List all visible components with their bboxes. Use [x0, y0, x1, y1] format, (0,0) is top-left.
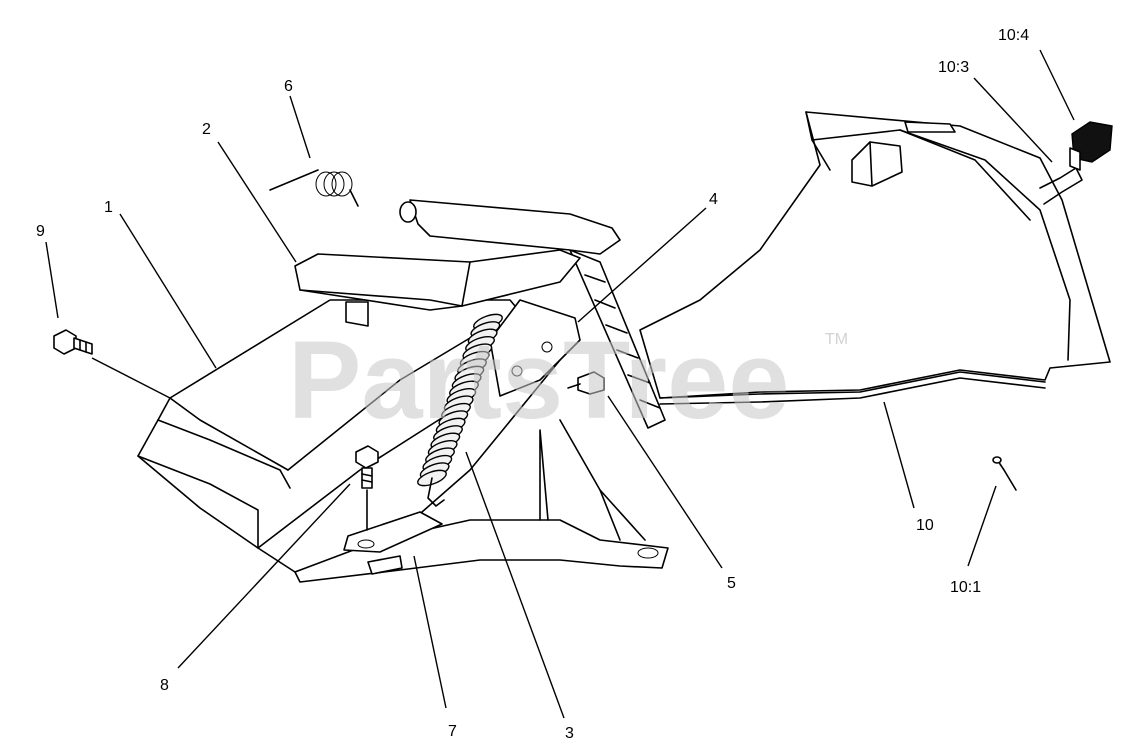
- leader-10: [883, 401, 915, 509]
- callout-8: 8: [160, 677, 169, 694]
- part-6-torsion-spring[interactable]: [269, 169, 359, 207]
- leader-10-3: [973, 77, 1053, 163]
- callout-4: 4: [709, 191, 718, 208]
- leader-9: [45, 241, 59, 319]
- callout-labels: 1 2 3 4 5 6 7 8 9 10 10:1 10:3 10:4: [36, 27, 1029, 742]
- leader-9b: [91, 357, 171, 399]
- part-10-3-bracket[interactable]: [1039, 167, 1083, 205]
- callout-10: 10: [916, 517, 934, 534]
- leader-4: [577, 207, 707, 323]
- part-3-coil-spring[interactable]: [416, 311, 504, 507]
- watermark-text: PartsTree: [288, 319, 789, 442]
- chute-base-bracket[interactable]: [294, 419, 669, 583]
- leader-2: [217, 141, 297, 263]
- part-10-grass-bag[interactable]: [639, 111, 1111, 405]
- leader-10-1: [967, 485, 997, 567]
- leader-8: [177, 483, 351, 669]
- leader-7: [413, 555, 447, 709]
- leader-5: [607, 395, 723, 569]
- callout-10-1: 10:1: [950, 579, 981, 596]
- part-2-handle[interactable]: [294, 199, 621, 327]
- part-4-hinge-bracket[interactable]: [489, 299, 581, 397]
- leader-1: [119, 213, 217, 369]
- spring-hook: [427, 477, 445, 507]
- callout-1: 1: [104, 199, 113, 216]
- part-5-screw[interactable]: [567, 371, 605, 395]
- leader-10-4: [1039, 49, 1075, 121]
- callout-10-4: 10:4: [998, 27, 1029, 44]
- callout-7: 7: [448, 723, 457, 740]
- hinge-ladder-bracket[interactable]: [569, 249, 666, 429]
- callout-3: 3: [565, 725, 574, 742]
- leader-6: [289, 95, 311, 159]
- part-8-bolt[interactable]: [355, 445, 379, 531]
- part-10-1-rivet[interactable]: [992, 456, 1017, 491]
- callout-5: 5: [727, 575, 736, 592]
- watermark-trademark: TM: [825, 331, 848, 348]
- callout-6: 6: [284, 78, 293, 95]
- leader-lines: [45, 49, 1075, 719]
- part-9-bolt[interactable]: [53, 329, 93, 355]
- callout-9: 9: [36, 223, 45, 240]
- part-10-4-handle-cap[interactable]: [1069, 121, 1113, 171]
- callout-10-3: 10:3: [938, 59, 969, 76]
- callout-2: 2: [202, 121, 211, 138]
- leader-3: [465, 451, 565, 719]
